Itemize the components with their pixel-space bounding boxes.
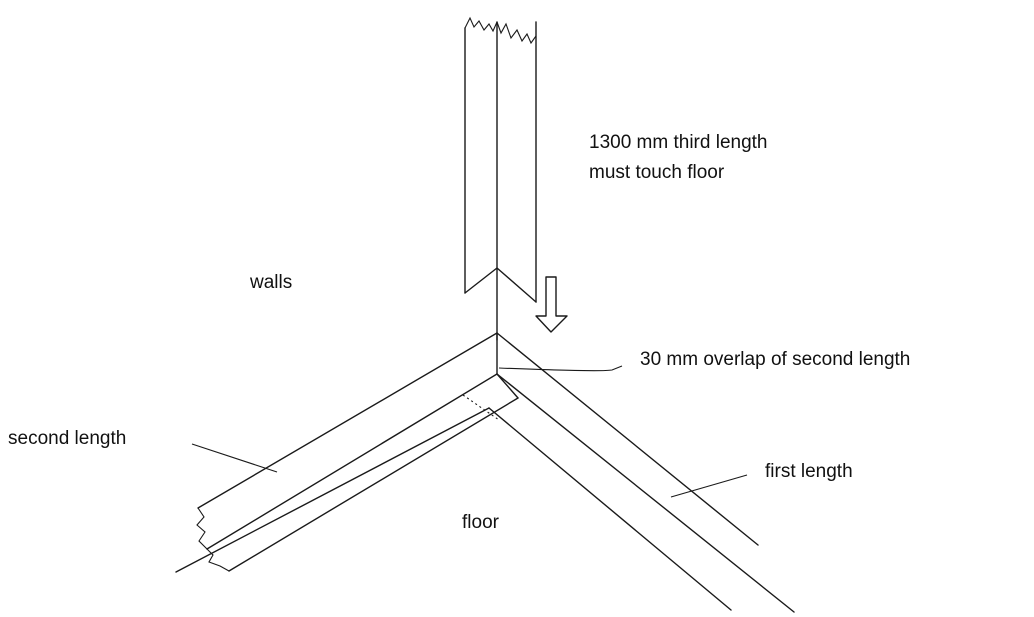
overlap-leader-line <box>498 365 623 372</box>
down-arrow-icon <box>535 276 568 333</box>
hidden-overlap-edge <box>462 394 500 421</box>
first-length-piece <box>488 332 795 613</box>
third-length-piece <box>464 16 537 341</box>
third-length-label-line1: 1300 mm third length <box>589 132 768 153</box>
first-length-label: first length <box>765 461 853 482</box>
walls-label: walls <box>249 272 292 293</box>
third-length-label-line2: must touch floor <box>589 162 725 183</box>
floor-edge-left <box>175 407 490 573</box>
second-length-leader-line <box>191 443 278 473</box>
first-length-leader-line <box>670 474 748 498</box>
overlap-label: 30 mm overlap of second length <box>640 349 910 370</box>
second-length-piece <box>196 332 519 572</box>
second-length-label: second length <box>8 428 126 449</box>
floor-label: floor <box>462 512 500 533</box>
